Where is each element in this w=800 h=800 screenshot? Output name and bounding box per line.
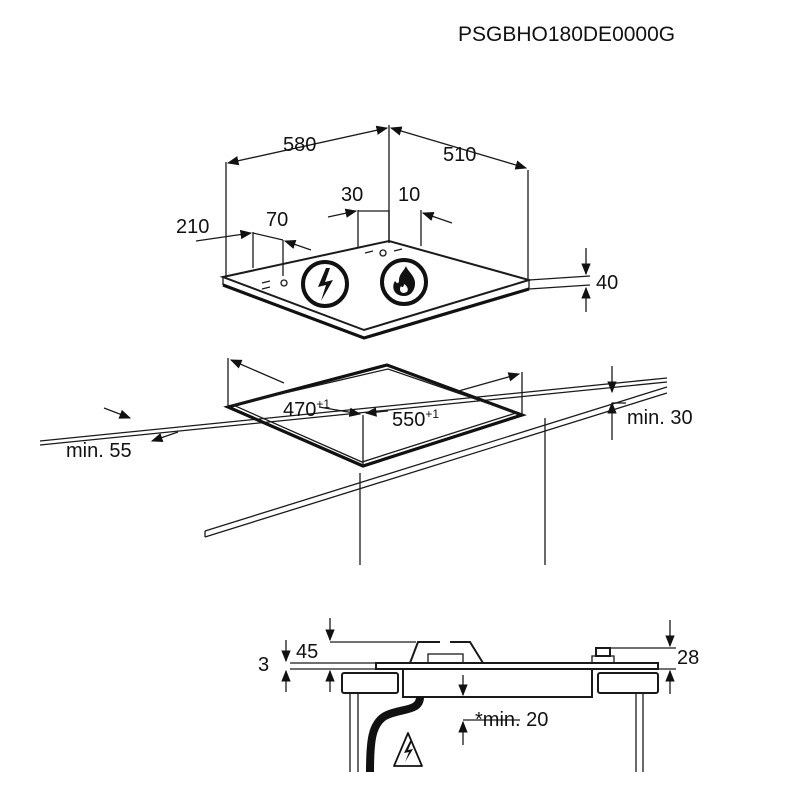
worktop-left	[341, 672, 399, 694]
knob	[595, 647, 611, 657]
dim-10	[421, 212, 453, 224]
dim-30	[327, 208, 358, 218]
label-510: 510	[443, 144, 476, 166]
label-28: 28	[677, 647, 699, 669]
dim-510	[389, 126, 528, 170]
cutout-view: 470+1 550+1 min. 55 min. 30	[39, 358, 693, 565]
gas-flame-symbol-icon	[380, 258, 428, 306]
cabinet-walls	[349, 693, 644, 772]
electric-symbol-icon	[301, 260, 349, 308]
label-min-55: min. 55	[66, 440, 132, 462]
hob-plate	[219, 239, 533, 332]
dim-210	[195, 229, 253, 242]
knob-marker	[280, 279, 288, 287]
label-min-20: *min. 20	[475, 709, 548, 731]
dim-470	[229, 359, 285, 384]
hob-top-view: 580 510 30 10 210 70 40	[176, 125, 618, 340]
label-30: 30	[341, 184, 363, 206]
section-view: 3 45 28 *min. 20	[258, 618, 699, 773]
hob-body	[402, 669, 593, 698]
label-70: 70	[266, 209, 288, 231]
worktop-edge	[39, 377, 668, 538]
cabinet-sides	[359, 418, 546, 565]
dim-70	[283, 240, 312, 251]
worktop-right	[597, 672, 659, 694]
label-min-30: min. 30	[627, 407, 693, 429]
dim-550	[364, 407, 389, 417]
knob-marker	[379, 249, 387, 257]
cutout-outline	[223, 363, 527, 468]
burner	[409, 641, 484, 664]
label-580: 580	[283, 134, 316, 156]
hob-edge	[222, 283, 530, 340]
label-40: 40	[596, 272, 618, 294]
label-3: 3	[258, 654, 269, 676]
label-10: 10	[398, 184, 420, 206]
label-550: 550+1	[392, 407, 439, 431]
dim-580	[226, 125, 389, 166]
label-210: 210	[176, 216, 209, 238]
label-45: 45	[296, 641, 318, 663]
product-code: PSGBHO180DE0000G	[458, 23, 675, 46]
electric-warning-icon	[393, 732, 423, 767]
dim-min-55	[103, 407, 132, 419]
glass-top	[375, 662, 659, 670]
power-cable	[366, 696, 424, 773]
label-470: 470+1	[283, 397, 330, 421]
